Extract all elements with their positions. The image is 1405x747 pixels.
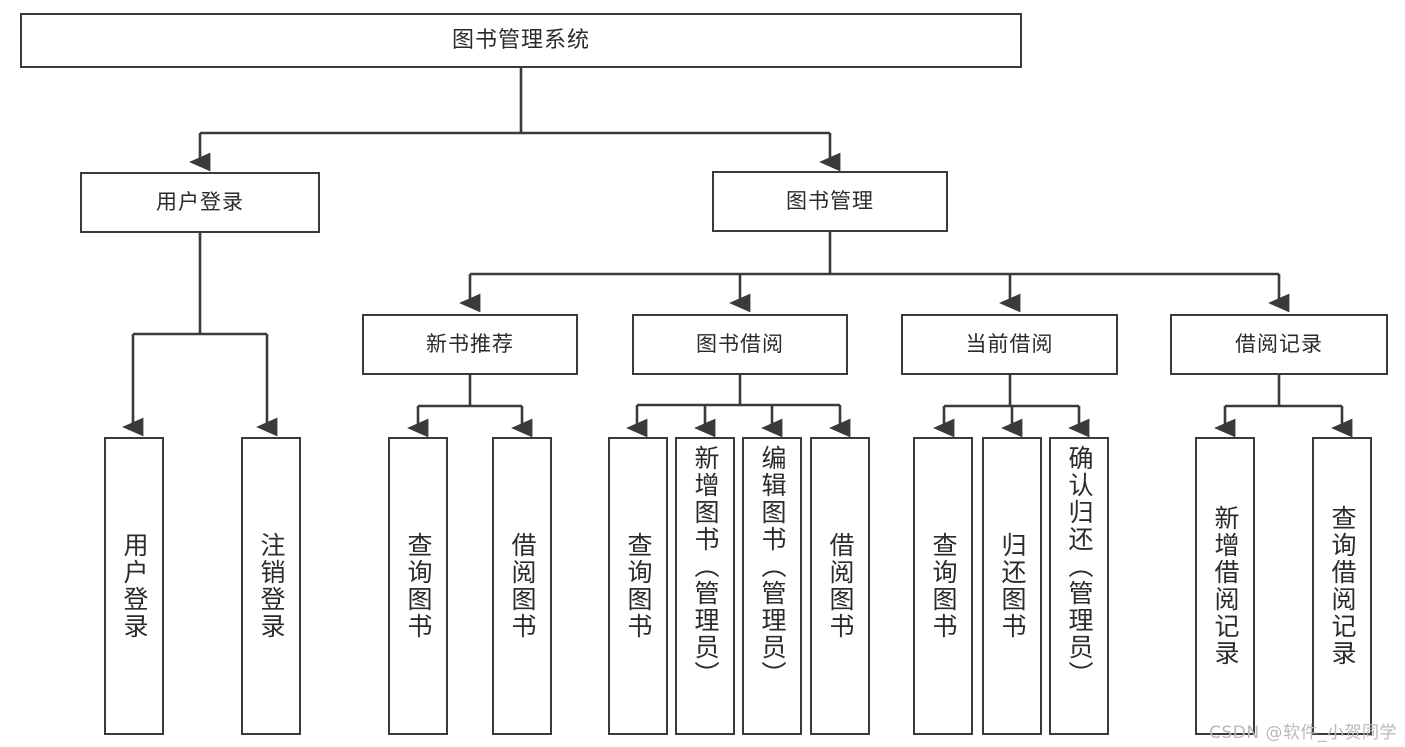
node-label: 用户登录 xyxy=(156,190,244,215)
node-borrow-record[interactable]: 借阅记录 xyxy=(1170,314,1388,375)
leaf-label: 确认归还（管理员） xyxy=(1065,445,1094,688)
leaf-record-add-record[interactable]: 新增借阅记录 xyxy=(1195,437,1255,735)
leaf-record-query-record[interactable]: 查询借阅记录 xyxy=(1312,437,1372,735)
node-label: 图书借阅 xyxy=(696,332,784,357)
leaf-label: 新增借阅记录 xyxy=(1211,505,1240,667)
leaf-borrow-borrow-book[interactable]: 借阅图书 xyxy=(810,437,870,735)
leaf-current-return-book[interactable]: 归还图书 xyxy=(982,437,1042,735)
leaf-recommend-borrow-book[interactable]: 借阅图书 xyxy=(492,437,552,735)
node-label: 当前借阅 xyxy=(965,332,1054,357)
leaf-label: 新增图书（管理员） xyxy=(691,445,720,688)
leaf-borrow-edit-book[interactable]: 编辑图书（管理员） xyxy=(742,437,802,735)
leaf-user-login-signout[interactable]: 注销登录 xyxy=(241,437,301,735)
leaf-current-confirm-return[interactable]: 确认归还（管理员） xyxy=(1049,437,1109,735)
node-user-login[interactable]: 用户登录 xyxy=(80,172,320,233)
leaf-label: 借阅图书 xyxy=(508,532,537,640)
leaf-borrow-query-book[interactable]: 查询图书 xyxy=(608,437,668,735)
node-label: 图书管理系统 xyxy=(451,27,590,53)
leaf-current-query-book[interactable]: 查询图书 xyxy=(913,437,973,735)
leaf-label: 查询借阅记录 xyxy=(1328,505,1357,667)
node-book-management[interactable]: 图书管理 xyxy=(712,171,948,232)
node-current-borrow[interactable]: 当前借阅 xyxy=(901,314,1118,375)
node-book-borrow[interactable]: 图书借阅 xyxy=(632,314,848,375)
leaf-label: 用户登录 xyxy=(120,532,149,640)
leaf-label: 查询图书 xyxy=(929,532,958,640)
leaf-label: 归还图书 xyxy=(998,532,1027,640)
leaf-label: 查询图书 xyxy=(404,532,433,640)
node-label: 图书管理 xyxy=(786,189,874,214)
leaf-recommend-query-book[interactable]: 查询图书 xyxy=(388,437,448,735)
node-label: 新书推荐 xyxy=(426,332,514,357)
leaf-label: 编辑图书（管理员） xyxy=(758,445,787,688)
node-label: 借阅记录 xyxy=(1235,332,1323,357)
leaf-user-login-signin[interactable]: 用户登录 xyxy=(104,437,164,735)
leaf-label: 查询图书 xyxy=(624,532,653,640)
leaf-label: 借阅图书 xyxy=(826,532,855,640)
leaf-label: 注销登录 xyxy=(257,532,286,640)
node-new-book-recommend[interactable]: 新书推荐 xyxy=(362,314,578,375)
node-root-system[interactable]: 图书管理系统 xyxy=(20,13,1022,68)
leaf-borrow-add-book[interactable]: 新增图书（管理员） xyxy=(675,437,735,735)
